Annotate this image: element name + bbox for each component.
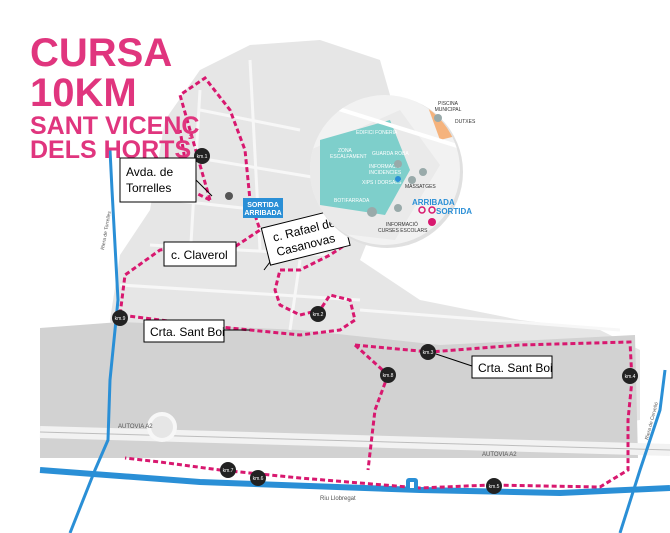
autovia-road-edge xyxy=(39,431,670,451)
title-line2: 10KM xyxy=(30,71,137,115)
svg-text:km.3: km.3 xyxy=(423,350,434,356)
km-marker-5: km.5 xyxy=(486,478,502,494)
botifarrada-icon xyxy=(367,207,377,217)
km-marker-7: km.7 xyxy=(220,462,236,478)
svg-text:Avda. de: Avda. de xyxy=(126,165,173,179)
piscina-icon xyxy=(434,114,442,122)
riu-label: Riu Llobregat xyxy=(320,496,356,502)
guarda-icon xyxy=(394,160,402,168)
riera-left-label: Riera de Torrelles xyxy=(100,210,113,250)
svg-text:km.2: km.2 xyxy=(313,312,324,318)
km-marker-2: km.2 xyxy=(310,306,326,322)
water-station-icon-detail xyxy=(410,482,414,488)
km-marker-3: km.3 xyxy=(420,344,436,360)
svg-text:km.1: km.1 xyxy=(197,154,208,160)
roundabout xyxy=(147,412,177,442)
svg-text:km.9: km.9 xyxy=(115,316,126,322)
svg-text:c. Claverol: c. Claverol xyxy=(171,248,228,262)
km-markers: km.1 km.2 km.3 km.4 km.5 km.6 km.7 km.8 … xyxy=(112,148,638,494)
svg-text:Crta. Sant Boi: Crta. Sant Boi xyxy=(150,325,225,339)
svg-text:km.5: km.5 xyxy=(489,484,500,490)
massatges-icon xyxy=(419,168,427,176)
inset-guarda: GUARDA ROBA xyxy=(372,151,409,157)
finish-marker-icon xyxy=(418,206,426,214)
autovia-label-right: AUTOVIA A2 xyxy=(482,452,517,458)
callout-santboi-right: Crta. Sant Boi xyxy=(435,353,553,379)
meeting-point-icon xyxy=(225,192,233,200)
inset-piscina-2: MUNICIPAL xyxy=(435,107,462,113)
title-line3: SANT VICENÇ xyxy=(30,112,199,140)
svg-text:km.6: km.6 xyxy=(253,476,264,482)
svg-text:km.4: km.4 xyxy=(625,374,636,380)
title-line1: CURSA xyxy=(30,31,172,75)
inset-piscina-1: PISCINA xyxy=(438,101,459,107)
callout-torrelles: Avda. de Torrelles xyxy=(119,157,213,203)
info-icon xyxy=(395,176,401,182)
svg-text:km.8: km.8 xyxy=(383,373,394,379)
callout-claverol: c. Claverol xyxy=(163,241,237,267)
xips-icon xyxy=(408,176,416,184)
km-marker-4: km.4 xyxy=(622,368,638,384)
svg-text:Torrelles: Torrelles xyxy=(126,181,171,195)
inset-dutxes: DUTXES xyxy=(455,119,476,125)
riu-llobregat xyxy=(39,467,670,497)
inset-info-curses-2: CURSES ESCOLARS xyxy=(378,228,428,234)
inset-foneria: EDIFICI FONERIA xyxy=(356,130,398,136)
start-marker-icon xyxy=(428,206,436,214)
race-title: CURSA 10KM SANT VICENÇ DELS HORTS xyxy=(30,31,199,164)
inset-xips: XIPS I DORSALS xyxy=(362,180,402,186)
start-label: SORTIDA xyxy=(247,202,279,209)
inset-massatges: MASSATGES xyxy=(405,184,436,190)
inset-info-1: INFORMACIÓ xyxy=(369,163,401,170)
km-marker-1: km.1 xyxy=(194,148,210,164)
svg-text:km.7: km.7 xyxy=(223,468,234,474)
finish-label: ARRIBADA xyxy=(244,210,281,217)
inset-arribada: ARRIBADA xyxy=(412,198,455,207)
km-marker-6: km.6 xyxy=(250,470,266,486)
inset-sortida: SORTIDA xyxy=(436,207,472,216)
info-curses-icon xyxy=(394,204,402,212)
callout-santboi-left: Crta. Sant Boi xyxy=(143,319,250,343)
inset-zona-2: ESCALFAMENT xyxy=(330,154,367,160)
start-finish-banner xyxy=(243,198,283,218)
km-marker-9: km.9 xyxy=(112,310,128,326)
first-aid-icon xyxy=(428,218,436,226)
svg-text:Crta. Sant Boi: Crta. Sant Boi xyxy=(478,361,553,375)
autovia-label-left: AUTOVIA A2 xyxy=(118,424,153,430)
inset-info-curses-1: INFORMACIÓ xyxy=(386,221,418,228)
inset-zona-1: ZONA xyxy=(338,148,353,154)
riera-torrelles xyxy=(68,149,120,533)
km-marker-8: km.8 xyxy=(380,367,396,383)
inset-botifarrada: BOTIFARRADA xyxy=(334,198,370,204)
inset-info-2: INCIDENCIES xyxy=(369,170,402,176)
